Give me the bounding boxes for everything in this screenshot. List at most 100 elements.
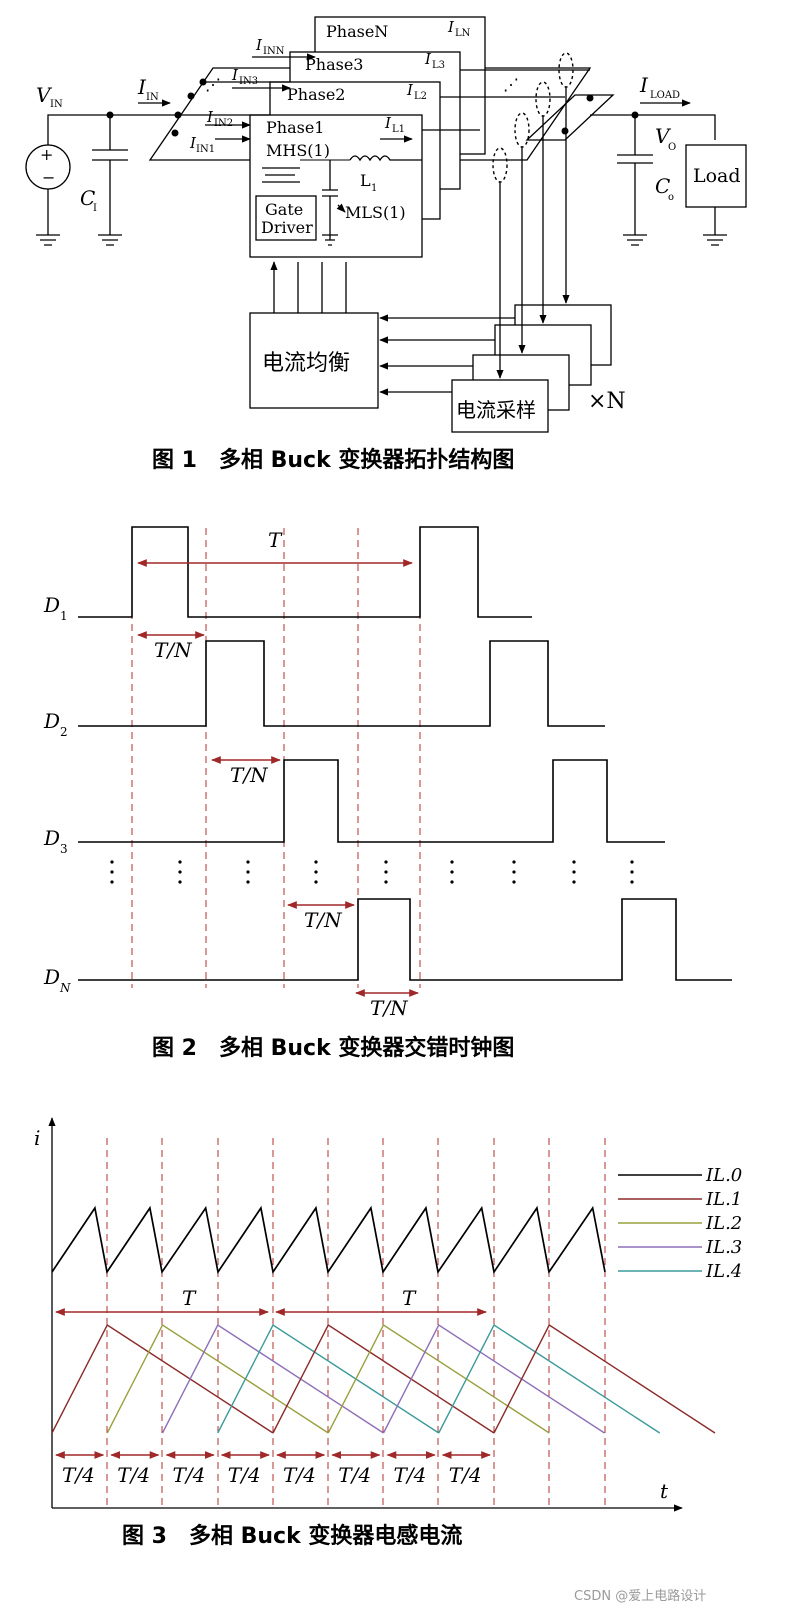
iin2-sub: IN2 — [214, 118, 233, 129]
svg-text:1: 1 — [60, 609, 68, 623]
quarter-label: T/4 — [173, 1463, 206, 1487]
legend-label-0: IL.0 — [705, 1165, 742, 1186]
il3-sub: L3 — [432, 60, 445, 71]
ellipsis-dot — [630, 870, 634, 874]
signal-d3-label: D — [43, 826, 60, 850]
ellipsis-dot — [450, 870, 454, 874]
ellipsis-dot — [572, 880, 576, 884]
iin-sub: IN — [146, 92, 159, 103]
quarter-label: T/4 — [449, 1463, 482, 1487]
ellipsis-dot — [314, 880, 318, 884]
signal-d2-label: D — [43, 709, 60, 733]
legend: IL.0IL.1IL.2IL.3IL.4 — [618, 1165, 742, 1282]
ellipsis-dot — [110, 860, 114, 864]
inn-sub: INN — [263, 46, 285, 57]
ellipsis-dot — [512, 880, 516, 884]
current-balance-label: 电流均衡 — [262, 351, 350, 376]
y-axis-label: i — [34, 1126, 40, 1150]
gate-label: Gate — [265, 200, 303, 219]
co-label: C — [655, 174, 670, 198]
ellipsis-dot — [512, 860, 516, 864]
svg-text:I: I — [406, 81, 414, 99]
phase-n-label: PhaseN — [326, 22, 388, 41]
ellipsis-dot — [178, 880, 182, 884]
ellipsis-dot — [384, 880, 388, 884]
inductor-sub: 1 — [371, 183, 377, 194]
waveform-il4 — [217, 1323, 440, 1434]
watermark: CSDN @爱上电路设计 — [574, 1588, 706, 1604]
vin-label: V — [36, 83, 53, 107]
quarter-label: T/4 — [394, 1463, 427, 1487]
legend-label-4: IL.4 — [705, 1261, 742, 1282]
mls-label: MLS(1) — [345, 203, 406, 222]
period-label: T — [268, 528, 283, 552]
svg-text:I: I — [447, 18, 455, 36]
fig2-ellipsis — [110, 860, 634, 884]
spacing-label-4: T/N — [370, 996, 409, 1020]
svg-text:⋰: ⋰ — [205, 75, 221, 94]
il1-sub: L1 — [392, 124, 405, 135]
clock-waveform-d3 — [78, 759, 665, 843]
signal-d1-label: D — [43, 593, 60, 617]
ci-sub: I — [93, 203, 97, 214]
clock-waveform-d1 — [78, 526, 532, 618]
waveform-il1 — [272, 1323, 495, 1434]
ci-label: C — [80, 186, 95, 210]
waveform-il1 — [493, 1323, 716, 1434]
svg-text:I: I — [189, 134, 197, 152]
spacing-label-1: T/N — [154, 638, 193, 662]
ellipsis-dot — [314, 870, 318, 874]
ellipsis-dot — [384, 870, 388, 874]
ellipsis-dot — [450, 880, 454, 884]
spacing-label-3: T/N — [304, 908, 343, 932]
legend-label-3: IL.3 — [705, 1237, 742, 1258]
load-label: Load — [693, 165, 741, 187]
driver-label: Driver — [261, 218, 313, 237]
legend-label-2: IL.2 — [705, 1213, 742, 1234]
source-minus: − — [42, 168, 55, 187]
waveform-il0 — [51, 1205, 606, 1275]
ellipsis-dot — [246, 870, 250, 874]
quarter-label: T/4 — [228, 1463, 261, 1487]
waveform-il4 — [438, 1323, 661, 1434]
ellipsis-dot — [178, 870, 182, 874]
ellipsis-dot — [512, 870, 516, 874]
gate-driver-box — [255, 195, 317, 241]
clock-waveform-d2 — [78, 640, 605, 727]
phase-3-label: Phase3 — [305, 55, 363, 74]
svg-text:I: I — [206, 108, 214, 126]
period-label-1: T — [182, 1286, 197, 1310]
fig3-guide-lines — [106, 1138, 606, 1508]
mhs-label: MHS(1) — [266, 141, 330, 160]
ellipsis-dot — [110, 880, 114, 884]
svg-text:I: I — [384, 114, 392, 132]
waveform-il1 — [51, 1323, 274, 1434]
ellipsis-dot — [178, 860, 182, 864]
ellipsis-dot — [246, 880, 250, 884]
ellipsis-dot — [314, 860, 318, 864]
waveform-il3 — [161, 1323, 384, 1434]
svg-text:I: I — [255, 36, 263, 54]
iln-sub: LN — [455, 28, 471, 39]
phase-2-label: Phase2 — [287, 85, 345, 104]
waveform-il2 — [106, 1323, 329, 1434]
signal-dn-label: D — [43, 965, 60, 989]
current-balance-box — [249, 312, 379, 409]
figure-1-topology: + − V IN C I I IN ⋰ PhaseN Phase3 Phase2… — [25, 16, 747, 473]
quarter-label: T/4 — [117, 1463, 150, 1487]
ellipsis-dot — [572, 870, 576, 874]
svg-text:N: N — [59, 981, 71, 995]
inductor-label: L — [360, 171, 371, 190]
iin1-sub: IN1 — [196, 144, 215, 155]
svg-text:I: I — [231, 66, 239, 84]
current-sampling-label: 电流采样 — [456, 398, 536, 422]
load-box — [685, 144, 747, 208]
current-sampling-box — [451, 379, 549, 433]
ellipsis-dot — [630, 860, 634, 864]
vo-label: V — [655, 124, 672, 148]
vo-sub: O — [668, 142, 676, 153]
ellipsis-dot — [246, 860, 250, 864]
co-sub: o — [668, 192, 674, 203]
svg-text:2: 2 — [60, 725, 68, 739]
